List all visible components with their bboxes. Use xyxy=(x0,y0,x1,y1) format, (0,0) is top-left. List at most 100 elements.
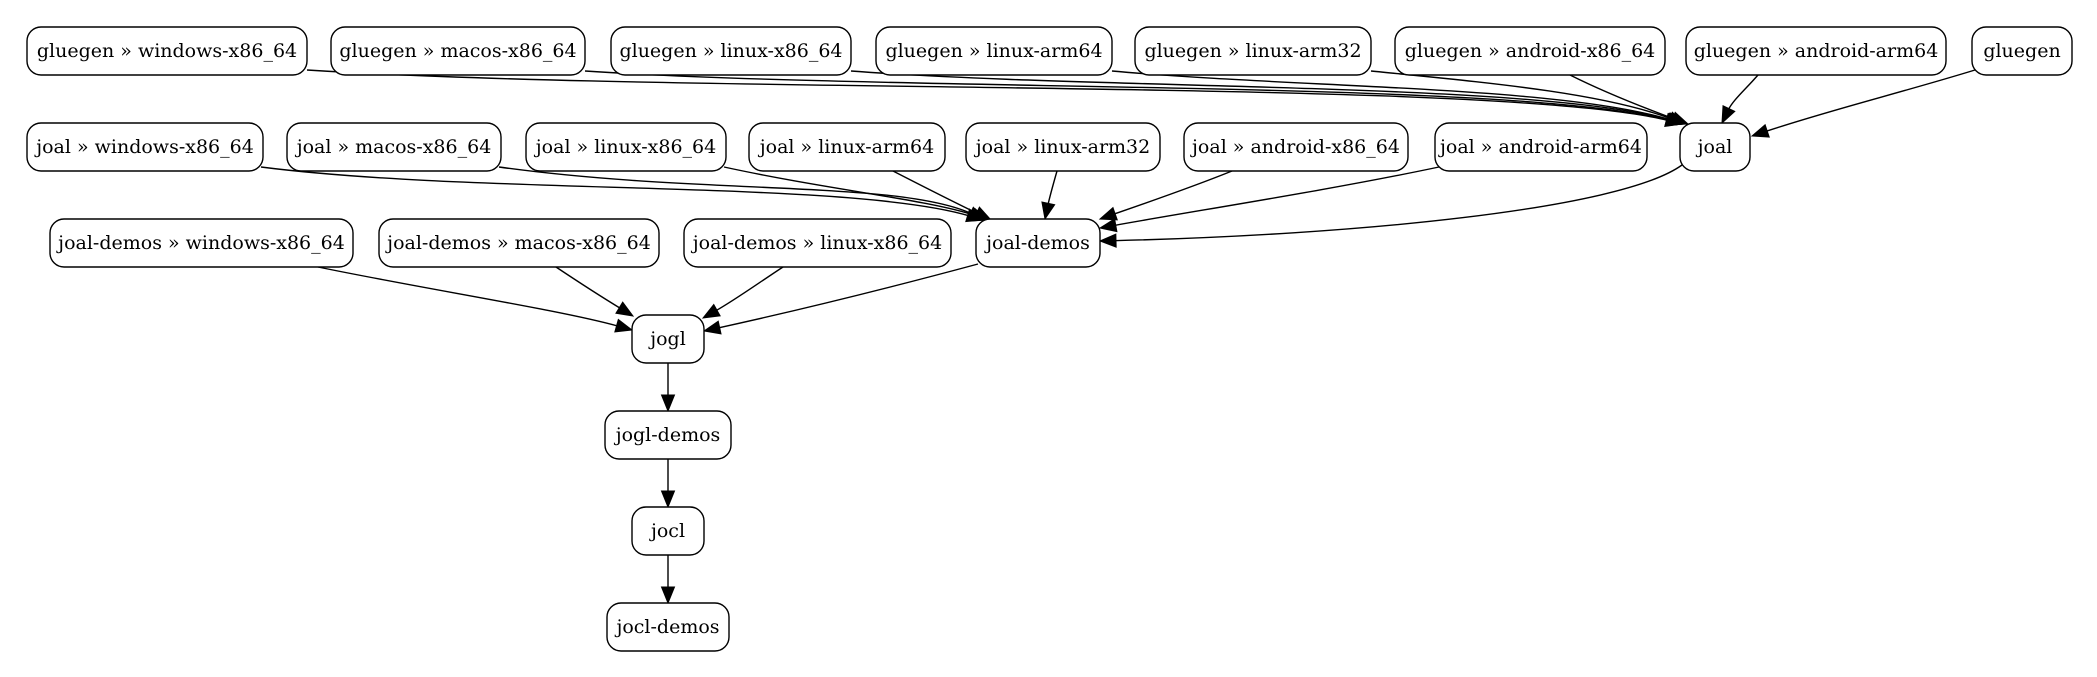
node-label: joal » linux-arm32 xyxy=(974,136,1150,158)
node-joal-demos-macos: joal-demos » macos-x86_64 xyxy=(378,218,660,268)
node-box xyxy=(610,26,852,76)
edge-line xyxy=(260,166,970,217)
edge-joal-linux-arm32-to-joal-demos xyxy=(1041,170,1058,221)
edge-joal-demos-macos-to-jogl xyxy=(555,266,635,317)
node-label: gluegen xyxy=(1983,40,2060,62)
edge-line xyxy=(714,266,784,312)
edge-line xyxy=(1765,69,1976,133)
arrowhead xyxy=(660,394,676,413)
node-box xyxy=(378,218,660,268)
node-box xyxy=(1685,26,1947,76)
node-box xyxy=(748,122,946,172)
edge-joal-to-joal-demos xyxy=(1098,164,1683,248)
arrowhead xyxy=(660,490,676,509)
node-gluegen-linux-x86: gluegen » linux-x86_64 xyxy=(610,26,852,76)
node-jogl: jogl xyxy=(631,314,705,364)
arrowhead xyxy=(1750,123,1770,138)
node-gluegen: gluegen xyxy=(1971,26,2073,76)
node-label: jocl-demos xyxy=(614,616,719,638)
node-joal-android-x86: joal » android-x86_64 xyxy=(1183,122,1409,172)
node-joal: joal xyxy=(1679,122,1751,172)
node-label: joal » windows-x86_64 xyxy=(34,136,254,158)
node-joal-android-arm64: joal » android-arm64 xyxy=(1434,122,1648,172)
node-label: joal-demos » macos-x86_64 xyxy=(385,232,651,254)
node-gluegen-macos: gluegen » macos-x86_64 xyxy=(330,26,586,76)
edge-gluegen-android-arm64-to-joal xyxy=(1721,74,1759,125)
node-joal-demos: joal-demos xyxy=(975,218,1101,268)
edge-joal-linux-arm64-to-joal-demos xyxy=(892,170,993,221)
edge-gluegen-to-joal xyxy=(1750,69,1976,138)
arrowhead xyxy=(701,303,721,319)
edge-line xyxy=(1113,166,1440,227)
arrowhead xyxy=(1098,233,1117,248)
edge-gluegen-linux-x86-to-joal xyxy=(850,70,1685,127)
edge-line xyxy=(717,263,979,329)
arrowhead xyxy=(1098,217,1118,233)
node-box xyxy=(606,602,730,652)
edge-joal-demos-windows-to-jogl xyxy=(317,266,634,333)
node-label: joal-demos xyxy=(984,232,1090,254)
node-joal-linux-x86: joal » linux-x86_64 xyxy=(525,122,727,172)
node-box xyxy=(26,26,308,76)
node-label: joal xyxy=(1696,136,1733,158)
node-label: jocl xyxy=(649,520,685,542)
node-label: gluegen » linux-x86_64 xyxy=(619,40,842,62)
node-label: jogl-demos xyxy=(614,424,721,446)
node-box xyxy=(875,26,1113,76)
node-label: gluegen » android-arm64 xyxy=(1694,40,1939,62)
node-box xyxy=(965,122,1161,172)
edge-joal-macos-to-joal-demos xyxy=(498,166,987,221)
node-joal-windows: joal » windows-x86_64 xyxy=(26,122,264,172)
edge-line xyxy=(1111,70,1671,121)
edge-line xyxy=(498,166,973,215)
node-box xyxy=(1971,26,2073,76)
edge-line xyxy=(306,69,1669,122)
node-label: gluegen » linux-arm64 xyxy=(885,40,1102,62)
arrowhead xyxy=(1721,104,1736,125)
node-label: joal-demos » linux-x86_64 xyxy=(691,232,942,254)
arrowhead xyxy=(660,586,676,605)
node-joal-demos-windows: joal-demos » windows-x86_64 xyxy=(49,218,354,268)
node-box xyxy=(631,506,705,556)
edge-line xyxy=(1112,170,1233,216)
edge-jogl-to-jogl-demos xyxy=(660,363,676,413)
edge-line xyxy=(892,170,979,215)
node-box xyxy=(525,122,727,172)
node-label: joal » macos-x86_64 xyxy=(295,136,492,158)
edge-line xyxy=(850,70,1670,121)
node-box xyxy=(1679,122,1751,172)
node-box xyxy=(683,218,952,268)
node-label: joal » android-arm64 xyxy=(1438,136,1642,158)
node-joal-macos: joal » macos-x86_64 xyxy=(286,122,502,172)
node-label: joal » android-x86_64 xyxy=(1190,136,1400,158)
edge-line xyxy=(555,266,622,310)
node-joal-demos-linux-x86: joal-demos » linux-x86_64 xyxy=(683,218,952,268)
node-box xyxy=(604,410,732,460)
node-gluegen-linux-arm64: gluegen » linux-arm64 xyxy=(875,26,1113,76)
node-box xyxy=(1394,26,1666,76)
node-box xyxy=(1434,122,1648,172)
edge-line xyxy=(1047,170,1058,206)
node-box xyxy=(286,122,502,172)
node-box xyxy=(49,218,354,268)
node-joal-linux-arm64: joal » linux-arm64 xyxy=(748,122,946,172)
node-box xyxy=(330,26,586,76)
edge-line xyxy=(723,166,975,217)
node-jocl-demos: jocl-demos xyxy=(606,602,730,652)
node-gluegen-android-x86: gluegen » android-x86_64 xyxy=(1394,26,1666,76)
arrowhead xyxy=(972,206,993,221)
node-label: joal-demos » windows-x86_64 xyxy=(56,232,345,254)
node-gluegen-android-arm64: gluegen » android-arm64 xyxy=(1685,26,1947,76)
edge-joal-android-x86-to-joal-demos xyxy=(1098,170,1233,221)
edge-line xyxy=(317,266,619,327)
edge-joal-demos-to-jogl xyxy=(702,263,979,335)
node-box xyxy=(1134,26,1372,76)
node-label: gluegen » android-x86_64 xyxy=(1405,40,1656,62)
edge-line xyxy=(584,70,1669,122)
node-jocl: jocl xyxy=(631,506,705,556)
node-box xyxy=(1183,122,1409,172)
arrowhead xyxy=(1098,206,1118,221)
node-gluegen-linux-arm32: gluegen » linux-arm32 xyxy=(1134,26,1372,76)
node-label: joal » linux-x86_64 xyxy=(534,136,716,158)
